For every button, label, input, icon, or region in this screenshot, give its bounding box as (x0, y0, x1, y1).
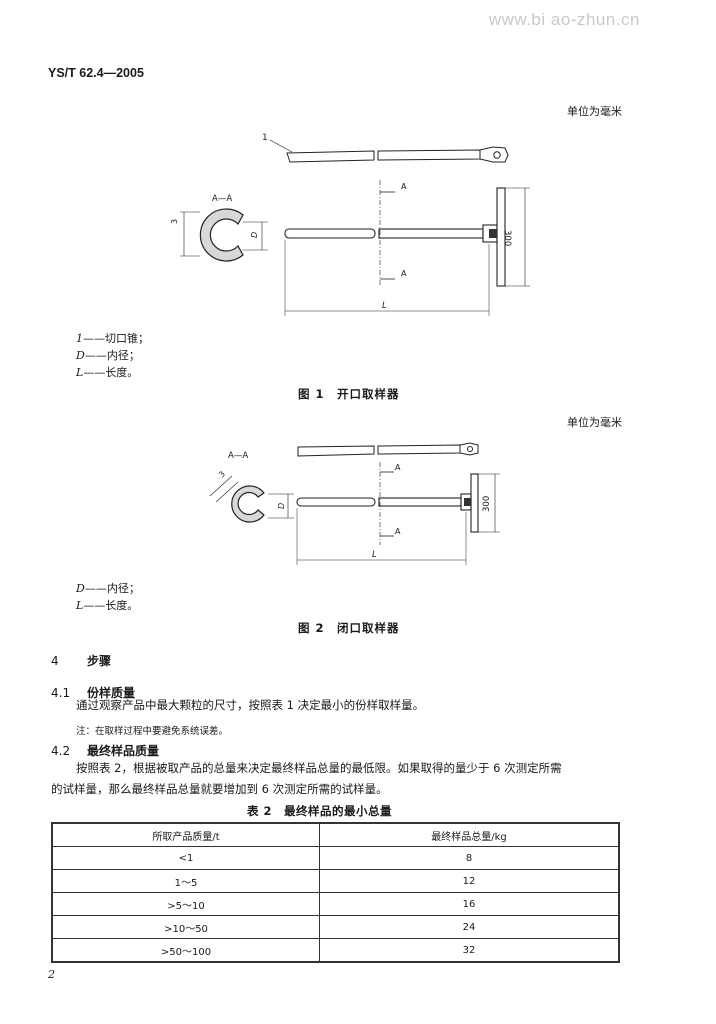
fig2-dim-300: 300 (482, 496, 492, 512)
table-row: <1 8 (51, 846, 621, 870)
figure1-caption: 图 1 开口取样器 (298, 387, 400, 401)
table-cell: <1 (51, 846, 321, 870)
section41-text: 通过观察产品中最大颗粒的尺寸，按照表 1 决定最小的份样取样量。 (76, 698, 425, 712)
table-row: >50～100 32 (51, 938, 621, 963)
legend-item: L——长度。 (76, 366, 139, 379)
fig1-small-tube (286, 150, 375, 163)
fig1-dim-l: L (382, 301, 387, 311)
figure1-legend: 1——切口锥； D——内径； L——长度。 (76, 330, 149, 381)
table-cell: 1～5 (51, 869, 321, 893)
table-cell: >10～50 (51, 915, 321, 939)
table-header-cell: 最终样品总量/kg (319, 822, 621, 847)
fig1-dim-300: 300 (502, 230, 512, 246)
figure2-caption: 图 2 闭口取样器 (298, 621, 400, 635)
table-cell: 12 (319, 869, 621, 893)
fig1-item-number: 1 (262, 133, 268, 143)
table-cell: 32 (319, 938, 621, 963)
table-cell: 8 (319, 846, 621, 870)
fig2-dim-3: 3 (217, 469, 227, 479)
table-cell: 16 (319, 892, 621, 916)
fig1-section-label: A—A (212, 194, 232, 204)
fig1-dim-d: D (250, 232, 259, 238)
table-row: >10～50 24 (51, 915, 621, 939)
fig2-dim-d: D (277, 503, 286, 509)
table-row: 1～5 12 (51, 869, 621, 893)
fig1-section-mark-top: A (401, 182, 407, 191)
fig1-section-ring (199, 208, 244, 262)
section41-note: 注：在取样过程中要避免系统误差。 (76, 726, 229, 737)
figure2-legend: D——内径； L——长度。 (76, 580, 140, 614)
table-cell: 24 (319, 915, 621, 939)
table2-caption: 表 2 最终样品的最小总量 (247, 804, 393, 818)
table2: 所取产品质量/t 最终样品总量/kg <1 8 1～5 12 >5～10 16 … (51, 822, 621, 963)
fig1-section-mark-bottom: A (401, 269, 407, 278)
fig1-main-tube (378, 228, 484, 239)
figure1-unit: 单位为毫米 (567, 105, 622, 118)
section42-text-line1: 按照表 2，根据被取产品的总量来决定最终样品总量的最低限。如果取得的量少于 6 … (76, 761, 562, 775)
legend-item: L——长度。 (76, 599, 139, 612)
standard-number: YS/T 62.4—2005 (48, 66, 144, 80)
section42-text-line2: 的试样量，那么最终样品总量就要增加到 6 次测定所需的试样量。 (51, 782, 388, 796)
watermark-text: www.bi ao-zhun.cn (488, 10, 640, 29)
fig2-section-mark-bottom: A (395, 527, 401, 536)
figure2-unit: 单位为毫米 (567, 416, 622, 429)
legend-item: 1——切口锥； (76, 332, 149, 345)
fig2-dim-l: L (372, 550, 377, 560)
table-cell: >5～10 (51, 892, 321, 916)
figure1-drawing: 1 A—A 3 D A A 300 L (170, 133, 530, 316)
fig2-t-handle (470, 473, 479, 533)
table-cell: >50～100 (51, 938, 321, 963)
fig2-section-mark-top: A (395, 463, 401, 472)
fig2-small-tube (297, 445, 375, 457)
table-header-cell: 所取产品质量/t (51, 822, 321, 847)
table-header-row: 所取产品质量/t 最终样品总量/kg (51, 822, 621, 847)
table-row: >5～10 16 (51, 892, 621, 916)
fig1-dim-3: 3 (170, 219, 179, 224)
fig2-section-label: A—A (228, 451, 248, 461)
figure2-drawing: A—A 3 D A A 300 L (209, 442, 500, 565)
legend-item: D——内径； (76, 582, 140, 595)
fig2-main-tube (378, 497, 462, 507)
legend-item: D——内径； (76, 349, 140, 362)
fig2-section-ring (231, 485, 265, 523)
page-number: 2 (48, 968, 55, 981)
